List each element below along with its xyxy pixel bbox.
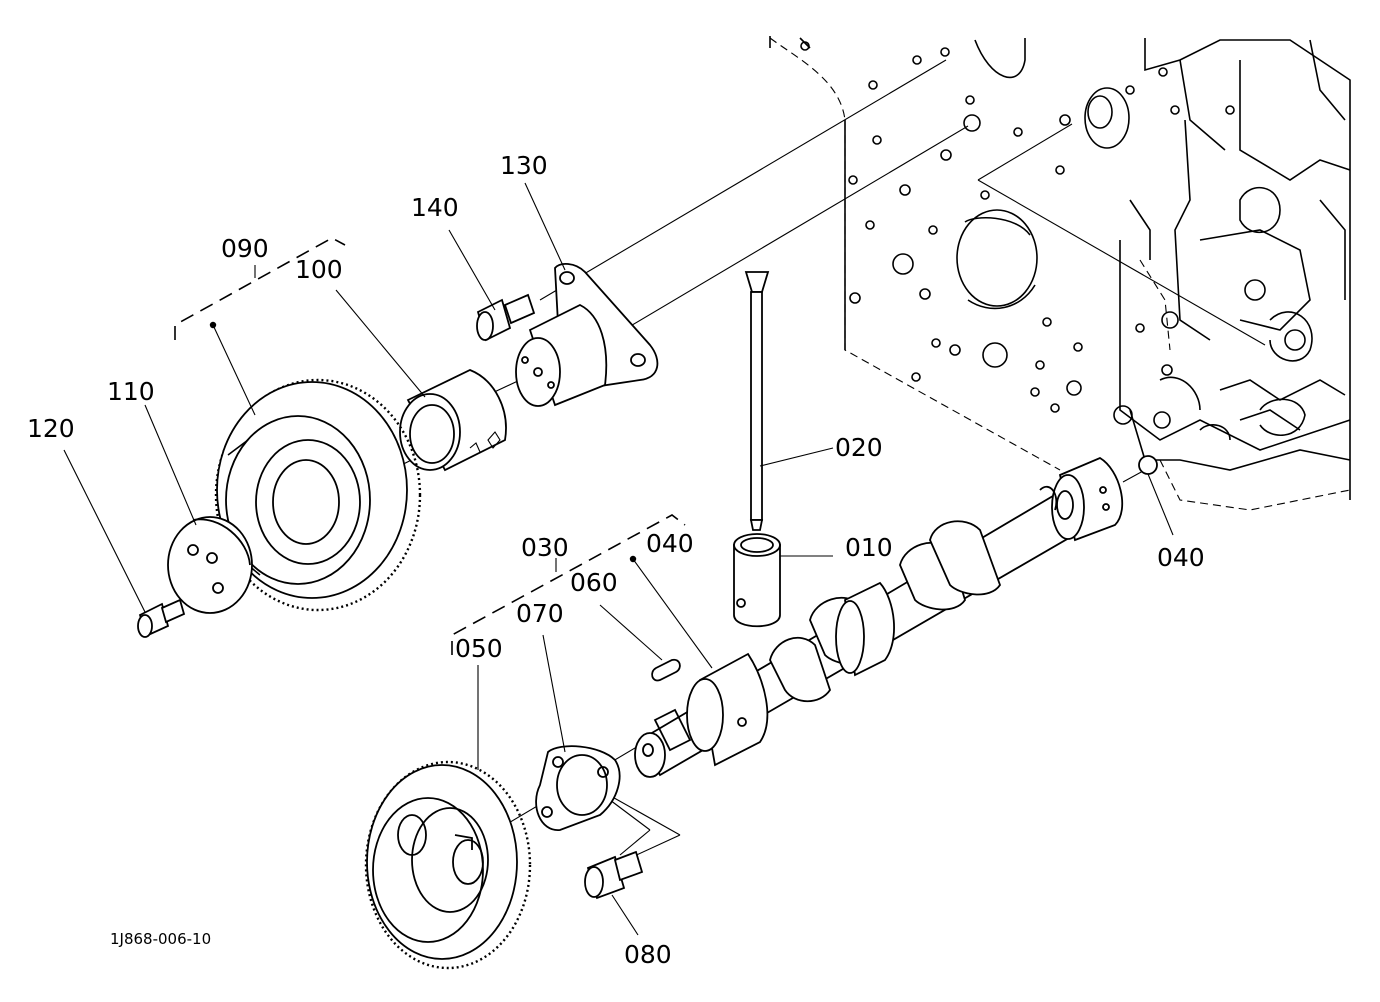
part-130-bearing-housing [515,263,659,407]
part-040-ball [1138,455,1158,475]
callout-010: 010 [845,533,893,562]
callout-130: 130 [500,151,548,180]
callout-050: 050 [455,634,503,663]
assembly-axes [179,59,1266,859]
part-camshaft [634,456,1124,778]
part-110-thrust-plate [167,516,253,614]
part-060-key [651,658,681,682]
callout-040-key-ref: 040 [646,529,694,558]
callout-030: 030 [521,533,569,562]
callout-110: 110 [107,377,155,406]
leader-lines [63,182,1174,936]
callout-090: 090 [221,234,269,263]
callout-100: 100 [295,255,343,284]
part-050-cam-gear [364,760,532,970]
part-080-bolt [584,850,644,900]
callout-120: 120 [27,414,75,443]
callout-070: 070 [516,599,564,628]
callout-labels: 010 020 030 040 040 050 060 070 080 090 … [27,151,1205,969]
part-120-bolt [137,598,186,638]
part-020-push-rod [744,271,770,531]
engine-block [769,36,1351,511]
drawing-code: 1J868-006-10 [110,930,211,948]
part-140-bolt [476,293,536,342]
callout-020: 020 [835,433,883,462]
part-090-idle-gear [214,378,422,612]
part-100-bushing [399,369,507,472]
plate-holes [800,41,1235,429]
part-070-thrust-plate [535,745,621,831]
callout-060: 060 [570,568,618,597]
callout-080: 080 [624,940,672,969]
part-010-tappet [733,533,781,628]
callout-140: 140 [411,193,459,222]
callout-040-ball: 040 [1157,543,1205,572]
